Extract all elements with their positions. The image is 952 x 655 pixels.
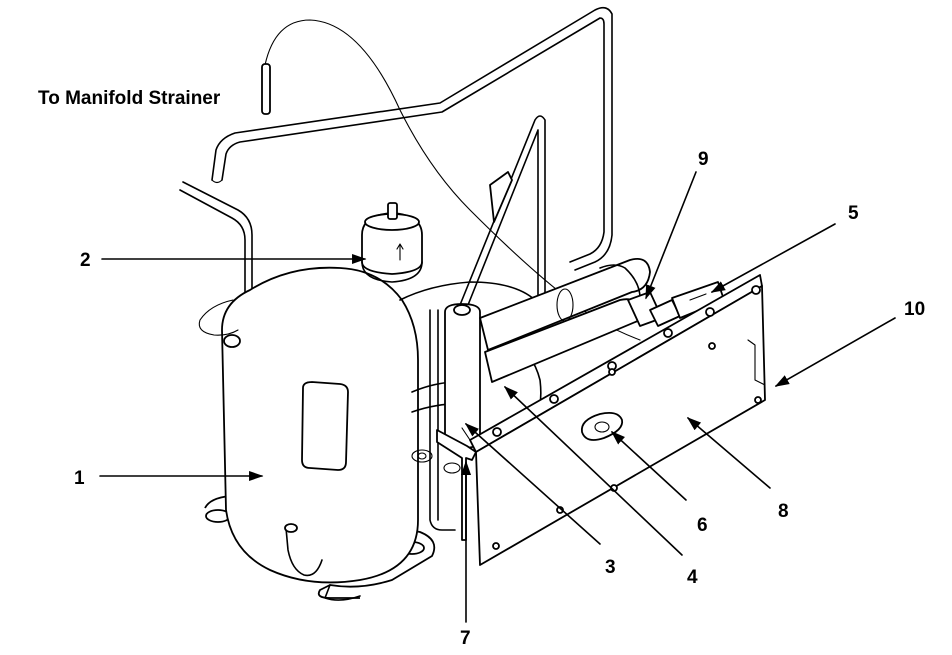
callout-3: 3 [605, 557, 616, 578]
callout-6: 6 [697, 515, 708, 536]
leader-8 [686, 417, 771, 489]
callout-1: 1 [74, 468, 85, 489]
leader-10 [774, 317, 896, 387]
callout-4: 4 [687, 567, 698, 588]
accumulator [429, 115, 546, 531]
leader-4 [503, 386, 683, 556]
callout-7: 7 [460, 628, 471, 649]
leader-3 [464, 423, 601, 545]
callout-9: 9 [698, 149, 709, 170]
leader-9 [645, 171, 697, 300]
callout-10: 10 [904, 299, 925, 320]
leader-5 [710, 223, 836, 293]
compressor-body [198, 266, 542, 584]
callout-leaders [99, 171, 896, 623]
callout-5: 5 [848, 203, 859, 224]
callout-numbers: 1 2 3 4 5 6 7 8 9 10 [74, 149, 925, 649]
start-device-component [361, 202, 423, 283]
callout-8: 8 [778, 501, 789, 522]
callout-2: 2 [80, 250, 91, 271]
to-manifold-strainer-label: To Manifold Strainer [38, 88, 221, 109]
leader-6 [610, 431, 687, 501]
sensing-bulb [261, 63, 271, 115]
